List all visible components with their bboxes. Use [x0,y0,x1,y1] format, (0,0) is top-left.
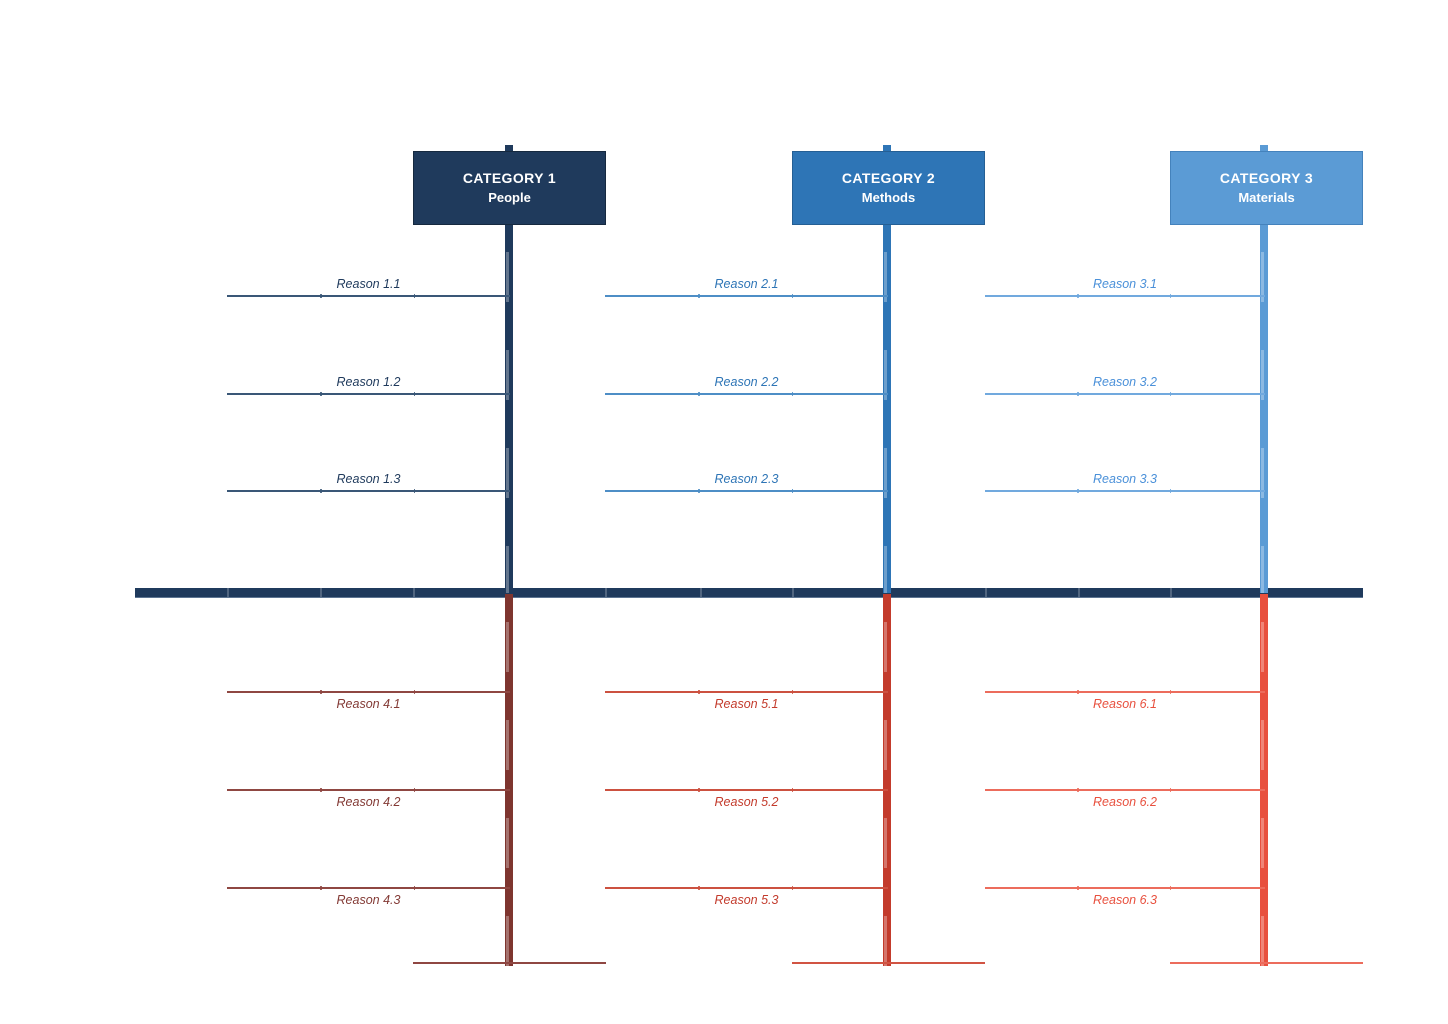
reason-branch-line[interactable] [227,488,510,493]
reason-branch-line[interactable] [227,293,510,298]
reason-label[interactable]: Reason 6.2 [1093,795,1157,809]
reason-branch-line[interactable] [605,787,888,792]
column-base-line [1170,962,1363,964]
reason-branch-line[interactable] [605,293,888,298]
category-subtitle: Materials [1238,190,1295,205]
vertical-connector-bottom[interactable] [1260,594,1268,966]
reason-branch-line[interactable] [227,885,510,890]
reason-label[interactable]: Reason 3.2 [1093,375,1157,389]
reason-label[interactable]: Reason 3.3 [1093,472,1157,486]
category-3-box[interactable]: CATEGORY 3 Materials [1170,151,1363,225]
vertical-connector-top[interactable] [505,224,513,593]
column-base-line [413,962,606,964]
reason-label[interactable]: Reason 1.1 [336,277,401,291]
reason-branch-line[interactable] [605,488,888,493]
category-subtitle: People [488,190,531,205]
reason-label[interactable]: Reason 3.1 [1093,277,1157,291]
reason-label[interactable]: Reason 6.3 [1093,893,1157,907]
reason-branch-line[interactable] [985,787,1265,792]
reason-branch-line[interactable] [227,787,510,792]
vertical-connector-top[interactable] [883,224,891,593]
category-subtitle: Methods [861,190,916,205]
vertical-connector-bottom[interactable] [505,594,513,966]
category-title: CATEGORY 2 [841,170,936,186]
connector-stub [505,145,513,152]
reason-label[interactable]: Reason 6.1 [1093,697,1157,711]
reason-branch-line[interactable] [227,391,510,396]
reason-label[interactable]: Reason 5.3 [714,893,779,907]
reason-label[interactable]: Reason 2.2 [714,375,779,389]
reason-branch-line[interactable] [985,488,1265,493]
reason-branch-line[interactable] [985,689,1265,694]
fishbone-spine[interactable] [135,588,1363,598]
category-2-box[interactable]: CATEGORY 2 Methods [792,151,985,225]
reason-label[interactable]: Reason 1.3 [336,472,401,486]
reason-branch-line[interactable] [985,885,1265,890]
reason-label[interactable]: Reason 5.1 [714,697,779,711]
reason-branch-line[interactable] [605,885,888,890]
reason-branch-line[interactable] [605,689,888,694]
reason-branch-line[interactable] [605,391,888,396]
category-title: CATEGORY 1 [462,170,557,186]
reason-label[interactable]: Reason 4.2 [336,795,401,809]
reason-label[interactable]: Reason 2.1 [714,277,779,291]
reason-label[interactable]: Reason 4.1 [336,697,401,711]
connector-stub [883,145,891,152]
reason-branch-line[interactable] [227,689,510,694]
reason-label[interactable]: Reason 5.2 [714,795,779,809]
vertical-connector-bottom[interactable] [883,594,891,966]
reason-branch-line[interactable] [985,391,1265,396]
category-1-box[interactable]: CATEGORY 1 People [413,151,606,225]
reason-branch-line[interactable] [985,293,1265,298]
reason-label[interactable]: Reason 1.2 [336,375,401,389]
connector-stub [1260,145,1268,152]
column-base-line [792,962,985,964]
category-title: CATEGORY 3 [1219,170,1314,186]
reason-label[interactable]: Reason 4.3 [336,893,401,907]
vertical-connector-top[interactable] [1260,224,1268,593]
reason-label[interactable]: Reason 2.3 [714,472,779,486]
